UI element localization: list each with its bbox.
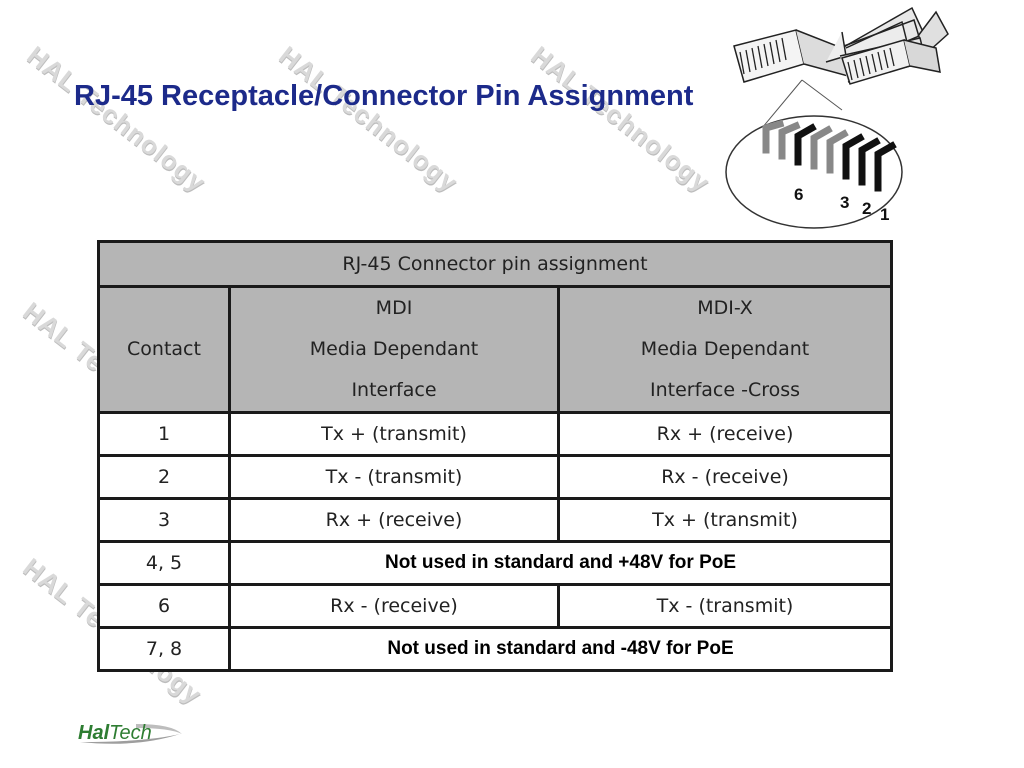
header-mdi: MDI Media Dependant Interface: [228, 285, 560, 414]
table-caption: RJ-45 Connector pin assignment: [96, 240, 894, 288]
pin-assignment-table: RJ-45 Connector pin assignment Contact M…: [96, 240, 894, 672]
header-mdix-line: Interface -Cross: [649, 379, 801, 401]
mdi-cell: Tx - (transmit): [228, 454, 560, 500]
pin-label-2: 2: [862, 199, 871, 218]
merged-note-cell: Not used in standard and -48V for PoE: [227, 626, 894, 672]
header-mdix: MDI-X Media Dependant Interface -Cross: [556, 285, 894, 414]
contact-cell: 2: [97, 454, 231, 500]
pin-label-1: 1: [880, 205, 889, 224]
logo-part-tech: Tech: [109, 722, 152, 744]
pin-label-6: 6: [794, 185, 803, 204]
mdi-cell: Rx + (receive): [228, 497, 560, 543]
contact-cell: 1: [97, 411, 231, 457]
haltech-logo-swoosh: [80, 724, 182, 744]
watermark: HAL Technology: [21, 40, 212, 198]
haltech-logo: HalTech: [78, 722, 152, 745]
contact-cell: 4, 5: [97, 540, 231, 586]
table-row: 6 Rx - (receive) Tx - (transmit): [97, 583, 894, 629]
header-mdix-line: Media Dependant: [640, 338, 810, 360]
table-row: 2 Tx - (transmit) Rx - (receive): [97, 454, 894, 500]
header-mdi-line: Media Dependant: [309, 338, 479, 360]
header-mdi-line: Interface: [351, 379, 437, 401]
mdi-cell: Rx - (receive): [228, 583, 560, 629]
mdix-cell: Rx - (receive): [556, 454, 894, 500]
logo-part-hal: Hal: [78, 722, 110, 744]
mdi-cell: Tx + (transmit): [228, 411, 560, 457]
mdix-cell: Tx + (transmit): [556, 497, 894, 543]
header-mdix-line: MDI-X: [697, 297, 753, 319]
contact-cell: 3: [97, 497, 231, 543]
header-contact: Contact: [97, 285, 231, 414]
header-mdi-line: MDI: [375, 297, 413, 319]
mdix-cell: Rx + (receive): [556, 411, 894, 457]
mdix-cell: Tx - (transmit): [556, 583, 894, 629]
watermark: HAL Technology: [273, 40, 464, 198]
merged-note-cell: Not used in standard and +48V for PoE: [227, 540, 894, 586]
table-row: 4, 5 Not used in standard and +48V for P…: [97, 540, 894, 586]
rj45-connector-illustration: 6 3 2 1: [725, 6, 949, 229]
slide-title: RJ-45 Receptacle/Connector Pin Assignmen…: [74, 80, 694, 112]
watermark: HAL Technology: [525, 40, 716, 198]
table-row: 3 Rx + (receive) Tx + (transmit): [97, 497, 894, 543]
contact-cell: 6: [97, 583, 231, 629]
table-row: 7, 8 Not used in standard and -48V for P…: [97, 626, 894, 672]
contact-cell: 7, 8: [97, 626, 231, 672]
pin-label-3: 3: [840, 193, 849, 212]
table-row: 1 Tx + (transmit) Rx + (receive): [97, 411, 894, 457]
